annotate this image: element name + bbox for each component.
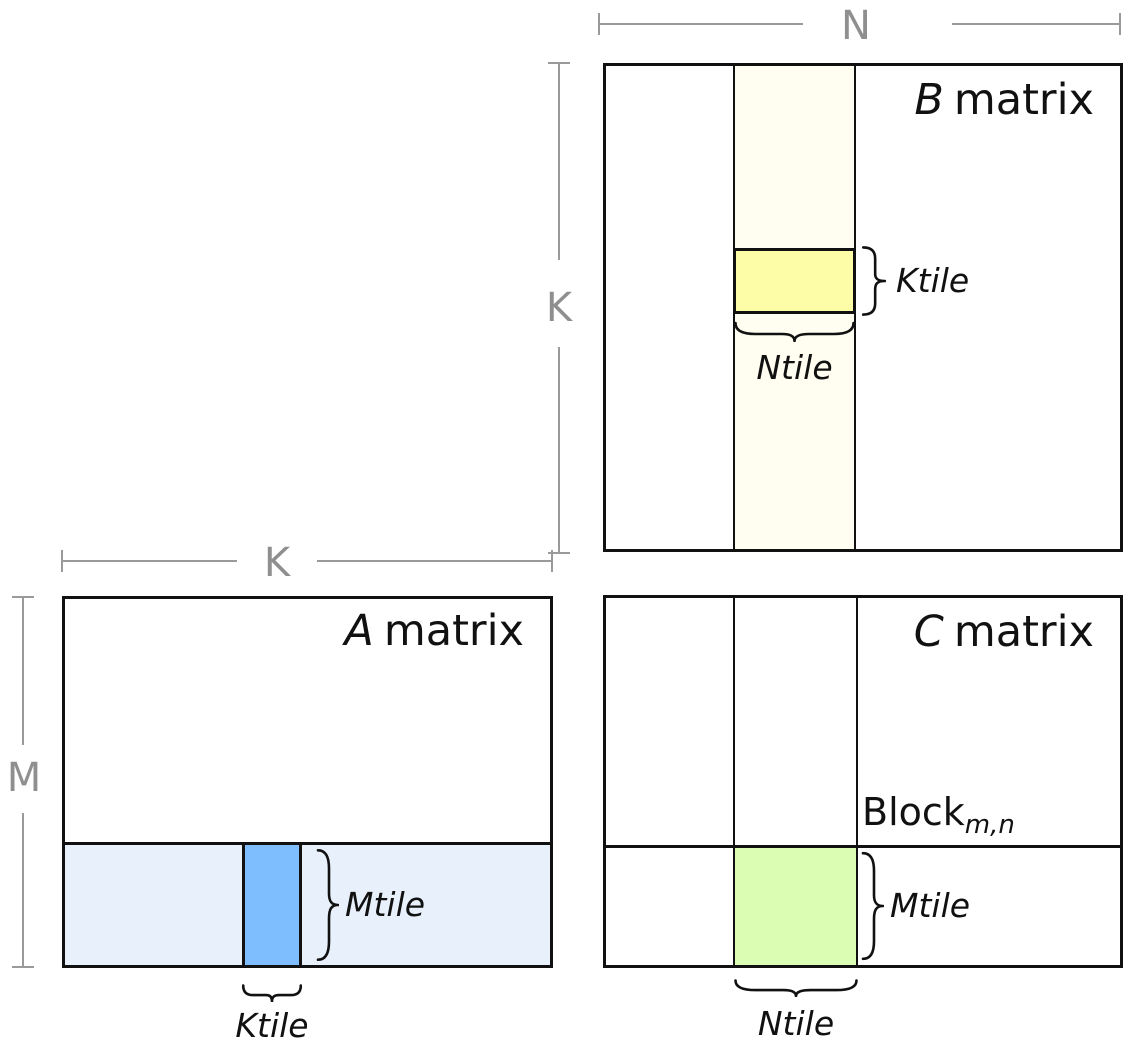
a-mtile-x-ktile-tile: [242, 842, 302, 965]
b-matrix-title-letter: B: [914, 75, 944, 125]
k-b-dimension-line-bottom: [558, 347, 560, 553]
c-mtile-label: Mtile: [890, 886, 971, 925]
k-a-dimension-line-left: [62, 560, 237, 562]
a-mtile-brace-icon: [315, 848, 339, 962]
k-a-dimension-line-right: [317, 560, 553, 562]
k-b-dimension-line-top: [558, 63, 560, 260]
k-a-dimension-tick-right: [551, 550, 553, 572]
n-dimension-tick-left: [598, 13, 600, 35]
c-block-label: Blockm,n: [862, 790, 1015, 847]
k-a-dimension-label: K: [263, 540, 291, 586]
b-ntile-label: Ntile: [756, 348, 833, 387]
k-a-dimension-tick-left: [61, 550, 63, 572]
c-block-label-subscript: m,n: [964, 810, 1015, 840]
c-mtile-x-ntile-block: [733, 845, 858, 965]
a-mtile-row-strip: [65, 842, 550, 965]
b-ntile-underbrace-icon: [733, 320, 856, 342]
a-mtile-label: Mtile: [345, 885, 426, 924]
b-ktile-label: Ktile: [896, 261, 970, 300]
m-dimension-line-top: [22, 597, 24, 745]
a-ktile-label: Ktile: [235, 1006, 309, 1045]
c-row-divider: [606, 845, 1120, 848]
k-b-dimension-tick-top: [548, 62, 570, 64]
m-dimension-label: M: [6, 755, 42, 801]
c-column-divider-left: [733, 598, 735, 965]
b-ktile-brace-icon: [860, 246, 886, 316]
m-dimension-line-bottom: [22, 813, 24, 968]
m-dimension-tick-top: [12, 596, 34, 598]
n-dimension-label: N: [841, 3, 871, 49]
n-dimension-line-right: [952, 23, 1121, 25]
c-mtile-brace-icon: [860, 851, 884, 961]
a-matrix-title-word: matrix: [383, 606, 524, 656]
c-ntile-underbrace-icon: [733, 978, 859, 997]
c-matrix-title-word: matrix: [953, 607, 1094, 657]
m-dimension-tick-bottom: [12, 966, 34, 968]
c-ntile-label: Ntile: [757, 1004, 835, 1043]
a-matrix-title-letter: A: [344, 606, 374, 656]
n-dimension-line-left: [599, 23, 803, 25]
a-ktile-underbrace-icon: [242, 983, 302, 1002]
c-column-divider-right: [856, 598, 858, 965]
n-dimension-tick-right: [1119, 13, 1121, 35]
k-b-dimension-tick-bottom: [548, 552, 570, 554]
k-b-dimension-label: K: [545, 285, 573, 331]
c-block-label-base: Block: [862, 790, 965, 834]
b-matrix-title-word: matrix: [953, 75, 1094, 125]
b-ktile-x-ntile-tile: [733, 248, 856, 314]
c-matrix-title-letter: C: [913, 607, 944, 657]
